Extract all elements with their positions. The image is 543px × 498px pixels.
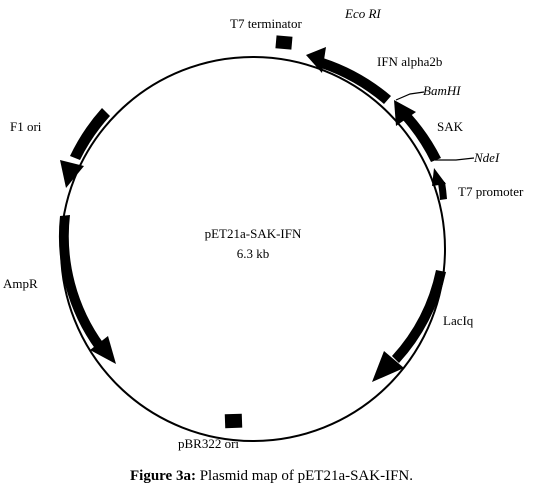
t7-promoter-label: T7 promoter bbox=[458, 184, 524, 199]
ndei-label: NdeI bbox=[473, 150, 500, 165]
caption-prefix: Figure 3a: bbox=[129, 468, 196, 484]
laciq-arrow bbox=[392, 270, 446, 363]
pbr322-block bbox=[224, 413, 243, 429]
plasmid-name: pET21a-SAK-IFN bbox=[205, 226, 302, 241]
t7-promoter-arrowhead bbox=[432, 168, 446, 186]
ifn-label: IFN alpha2b bbox=[377, 54, 442, 69]
laciq-label: LacIq bbox=[443, 313, 474, 328]
ifn-arrow bbox=[321, 58, 391, 104]
sak-arrow bbox=[403, 114, 441, 162]
t7-terminator-block bbox=[275, 35, 293, 50]
t7-promoter-arrow bbox=[438, 182, 447, 200]
pbr322-label: pBR322 ori bbox=[178, 436, 239, 451]
ndei-marker bbox=[435, 157, 475, 161]
t7-terminator-label: T7 terminator bbox=[230, 16, 303, 31]
ifn-arrowhead bbox=[306, 47, 326, 73]
feature-arrows bbox=[58, 35, 447, 429]
ampr-arrowhead bbox=[90, 336, 116, 364]
f1-arrowhead bbox=[60, 160, 84, 188]
bamhi-marker bbox=[395, 91, 425, 101]
bamhi-label: BamHI bbox=[423, 83, 461, 98]
site-markers bbox=[395, 91, 475, 161]
ecori-label: Eco RI bbox=[344, 6, 381, 21]
f1-label: F1 ori bbox=[10, 119, 42, 134]
laciq-arrowhead bbox=[372, 351, 404, 382]
caption-text: Plasmid map of pET21a-SAK-IFN. bbox=[195, 468, 414, 484]
sak-label: SAK bbox=[437, 119, 464, 134]
sak-arrowhead bbox=[394, 100, 416, 126]
ampr-arrow bbox=[58, 215, 104, 350]
figure-caption: Figure 3a: Plasmid map of pET21a-SAK-IFN… bbox=[0, 468, 543, 485]
f1-arrow bbox=[70, 108, 110, 160]
ampr-label: AmpR bbox=[3, 276, 38, 291]
plasmid-size: 6.3 kb bbox=[237, 246, 270, 261]
